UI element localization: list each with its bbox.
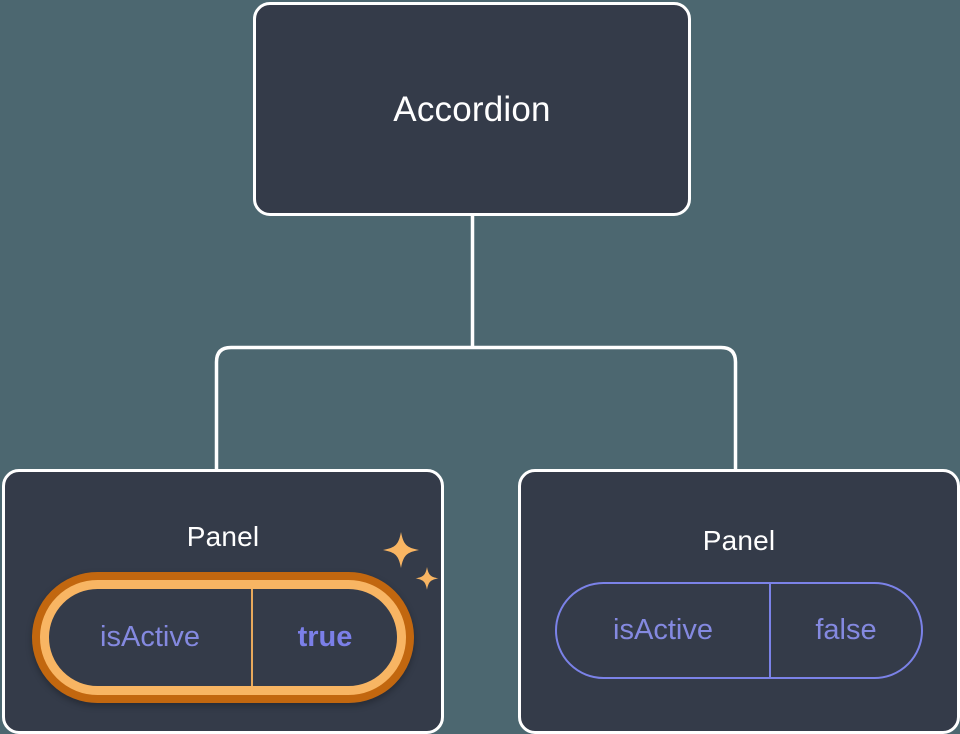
prop-key-cell-left: isActive (49, 589, 253, 686)
node-panel-right-title: Panel (702, 525, 776, 556)
prop-key-label-left: isActive (100, 621, 200, 653)
node-accordion[interactable]: Accordion (253, 2, 691, 216)
connector-to-right-panel (472, 345, 738, 470)
node-panel-right[interactable]: Panel isActive false (518, 469, 960, 734)
highlight-ring-inner (40, 580, 406, 695)
prop-pill-left-wrapper[interactable]: isActive true (32, 572, 414, 703)
prop-value-cell-right: false (771, 584, 921, 677)
connector-to-left-panel (214, 345, 473, 470)
prop-value-label-left: true (297, 621, 353, 653)
node-panel-left[interactable]: Panel isActive true (2, 469, 444, 734)
node-accordion-title: Accordion (393, 89, 551, 129)
prop-pill-right[interactable]: isActive false (555, 582, 923, 679)
node-panel-left-title: Panel (186, 521, 260, 552)
prop-pill-left[interactable]: isActive true (49, 589, 397, 686)
prop-value-cell-left: true (253, 589, 397, 686)
prop-key-label-right: isActive (613, 614, 713, 646)
sparkle-small-icon (415, 567, 439, 590)
prop-value-label-right: false (815, 614, 877, 646)
highlight-ring-outer (32, 572, 414, 703)
sparkle-large-icon (383, 532, 419, 568)
prop-key-cell-right: isActive (557, 584, 771, 677)
